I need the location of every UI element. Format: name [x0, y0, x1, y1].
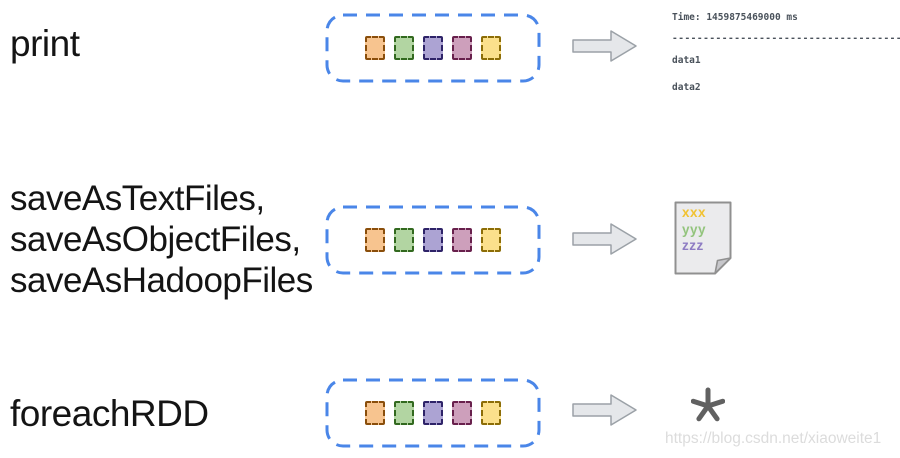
partition-square-purple [423, 228, 443, 252]
partition-square-magenta [452, 401, 472, 425]
label-line: saveAsHadoopFiles [10, 261, 313, 300]
file-line-zzz: zzz [682, 238, 704, 253]
partition-square-orange [365, 36, 385, 60]
partition-square-magenta [452, 228, 472, 252]
dstream-batch-box-3 [325, 378, 541, 448]
rdd-partition-squares [325, 205, 541, 275]
console-data-line: data2 [672, 82, 701, 93]
partition-square-orange [365, 228, 385, 252]
partition-square-green [394, 228, 414, 252]
arrow-icon [572, 394, 637, 426]
console-time-line: Time: 1459875469000 ms [672, 12, 798, 23]
watermark-text: https://blog.csdn.net/xiaoweite1 [665, 430, 882, 447]
label-save-as-files: saveAsTextFiles, saveAsObjectFiles, save… [10, 178, 313, 301]
console-output: Time: 1459875469000 ms -----------------… [672, 8, 900, 104]
partition-square-green [394, 401, 414, 425]
partition-square-purple [423, 36, 443, 60]
file-document-icon: xxx yyy zzz [674, 201, 732, 275]
label-line: saveAsTextFiles, [10, 179, 265, 218]
dashed-batch-frame [325, 378, 541, 448]
file-line-yyy: yyy [682, 221, 707, 237]
arrow-icon [572, 223, 637, 255]
file-line-xxx: xxx [682, 205, 707, 220]
partition-square-orange [365, 401, 385, 425]
file-content: xxx yyy zzz [682, 205, 706, 255]
rdd-partition-squares [325, 378, 541, 448]
partition-square-yellow [481, 36, 501, 60]
dstream-batch-box-1 [325, 13, 541, 83]
page-shape [674, 201, 732, 275]
label-line: saveAsObjectFiles, [10, 220, 301, 259]
partition-square-magenta [452, 36, 472, 60]
partition-square-green [394, 36, 414, 60]
rdd-partition-squares [325, 13, 541, 83]
console-separator: ----------------------------------------… [672, 33, 900, 44]
partition-square-yellow [481, 401, 501, 425]
partition-square-purple [423, 401, 443, 425]
console-data-line: data1 [672, 55, 701, 66]
asterisk-icon [691, 387, 725, 422]
label-print: print [10, 23, 80, 64]
partition-square-yellow [481, 228, 501, 252]
dashed-batch-frame [325, 205, 541, 275]
dashed-batch-frame [325, 13, 541, 83]
dstream-batch-box-2 [325, 205, 541, 275]
label-foreach-rdd: foreachRDD [10, 393, 209, 434]
arrow-icon [572, 30, 637, 62]
